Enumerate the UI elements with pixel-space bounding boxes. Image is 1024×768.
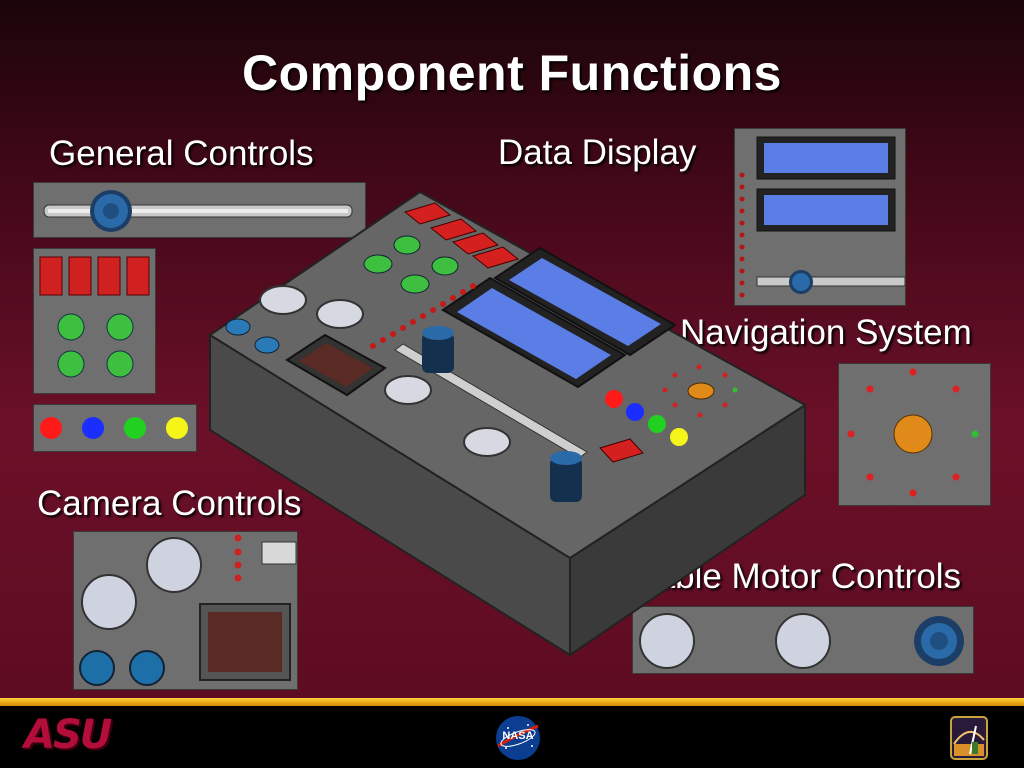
red-led bbox=[40, 417, 62, 439]
nav-green-indicator bbox=[971, 430, 979, 438]
camera-toggle[interactable] bbox=[261, 541, 297, 565]
board-lcd-1 bbox=[457, 288, 611, 379]
general-buttons-panel bbox=[33, 248, 156, 394]
camera-graphic bbox=[79, 534, 297, 686]
blue-led bbox=[82, 417, 104, 439]
board-top bbox=[208, 190, 807, 560]
green-button-2[interactable] bbox=[106, 313, 134, 341]
slider-graphic bbox=[43, 190, 353, 232]
camera-blue-button-1[interactable] bbox=[79, 650, 115, 686]
asu-logo: ASU bbox=[24, 712, 112, 758]
lcd-screen-1 bbox=[764, 143, 888, 173]
label-navigation-system: Navigation System bbox=[680, 313, 972, 352]
board-blue-button-2[interactable] bbox=[254, 336, 280, 354]
green-button-4[interactable] bbox=[106, 350, 134, 378]
yellow-led bbox=[166, 417, 188, 439]
camera-dial-2[interactable] bbox=[81, 574, 137, 630]
red-switch-4[interactable] bbox=[126, 256, 150, 296]
camera-blue-button-2[interactable] bbox=[129, 650, 165, 686]
data-display-panel bbox=[734, 128, 906, 306]
motor-panel bbox=[632, 606, 974, 674]
camera-panel bbox=[73, 531, 298, 690]
board-blue-led bbox=[626, 403, 644, 421]
general-buttons-graphic bbox=[39, 256, 150, 378]
board-yellow-led bbox=[670, 428, 688, 446]
label-camera-controls: Camera Controls bbox=[37, 484, 302, 523]
board-knobs[interactable] bbox=[422, 326, 582, 502]
board-blue-button-1[interactable] bbox=[225, 318, 251, 336]
lcd-screen-2 bbox=[764, 195, 888, 225]
board-lcd-2 bbox=[509, 258, 661, 346]
led-graphic bbox=[40, 417, 188, 439]
board-red-switches[interactable] bbox=[403, 202, 644, 463]
led-panel bbox=[33, 404, 197, 452]
emblem-logo-icon bbox=[950, 716, 988, 760]
general-slider-panel bbox=[33, 182, 366, 238]
board-navigation-knob[interactable] bbox=[687, 382, 715, 400]
nasa-logo-icon bbox=[496, 716, 540, 760]
motor-graphic bbox=[639, 613, 964, 669]
green-button-3[interactable] bbox=[57, 350, 85, 378]
board-dials[interactable] bbox=[259, 285, 511, 457]
footer-accent-bar bbox=[0, 698, 1024, 706]
board-green-buttons[interactable] bbox=[363, 235, 459, 294]
camera-dial-1[interactable] bbox=[146, 537, 202, 593]
navigation-graphic bbox=[847, 368, 979, 497]
indicator-dots bbox=[739, 172, 745, 298]
navigation-panel bbox=[838, 363, 991, 506]
board-green-led bbox=[648, 415, 666, 433]
data-display-graphic bbox=[739, 136, 906, 298]
red-switch-2[interactable] bbox=[68, 256, 92, 296]
board-monitor bbox=[299, 343, 373, 387]
red-switch-3[interactable] bbox=[97, 256, 121, 296]
slide-title: Component Functions bbox=[242, 45, 782, 101]
navigation-knob[interactable] bbox=[893, 414, 933, 454]
red-switch-1[interactable] bbox=[39, 256, 63, 296]
control-board bbox=[208, 190, 807, 657]
board-red-led bbox=[605, 390, 623, 408]
green-button-1[interactable] bbox=[57, 313, 85, 341]
motor-dial-2[interactable] bbox=[775, 613, 831, 669]
motor-dial-1[interactable] bbox=[639, 613, 695, 669]
nasa-logo-text: NASA bbox=[502, 730, 534, 742]
green-led bbox=[124, 417, 146, 439]
camera-monitor bbox=[208, 612, 282, 672]
label-general-controls: General Controls bbox=[49, 134, 314, 173]
label-data-display: Data Display bbox=[498, 133, 697, 172]
